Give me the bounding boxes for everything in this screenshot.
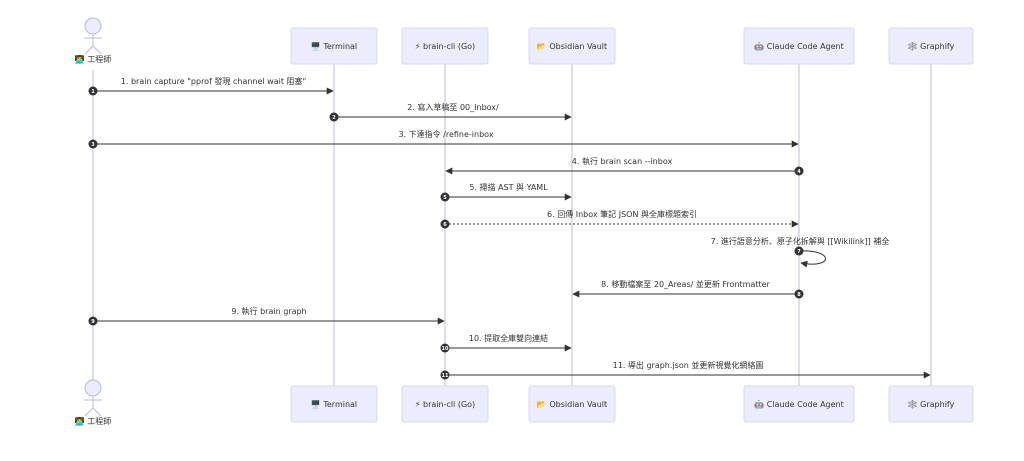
participant-box (401, 27, 489, 65)
step-number-badge (440, 192, 450, 202)
step-number-badge (794, 289, 804, 299)
participant-box-terminal-top: 🖥️ Terminal (290, 27, 378, 65)
participant-label: 🖥️ Terminal (311, 41, 357, 51)
participant-box (888, 385, 974, 423)
actor-label: 👨‍💻 工程師 (75, 54, 112, 64)
step-number-badge (440, 370, 450, 380)
participant-box (888, 27, 974, 65)
participant-box (743, 385, 855, 423)
message-label: 4. 執行 brain scan --inbox (572, 156, 673, 166)
message-8: 8. 移動檔案至 20_Areas/ 並更新 Frontmatter 8 (572, 279, 804, 299)
participant-box (528, 385, 616, 423)
participant-box-cli-bottom: ⚡ brain-cli (Go) (401, 385, 489, 423)
participant-box (290, 385, 378, 423)
message-label: 6. 回傳 Inbox 筆記 JSON 與全庫標題索引 (547, 209, 697, 219)
participant-label: ⚡ brain-cli (Go) (415, 400, 475, 409)
message-label: 9. 執行 brain graph (231, 306, 306, 316)
message-label: 8. 移動檔案至 20_Areas/ 並更新 Frontmatter (601, 279, 770, 289)
message-1: 1. brain capture "pprof 發現 channel wait … (88, 76, 334, 96)
message-3: 3. 下達指令 /refine-inbox 3 (88, 129, 799, 149)
participant-box (290, 27, 378, 65)
participant-box-agent-top: 🤖 Claude Code Agent (743, 27, 855, 65)
step-number-badge (794, 246, 804, 256)
message-arrow (798, 250, 826, 268)
step-number: 8 (797, 292, 801, 298)
message-label: 2. 寫入草稿至 00_Inbox/ (407, 102, 499, 112)
actor-eng-top: 👨‍💻 工程師 (75, 17, 112, 64)
step-number-badge (440, 219, 450, 229)
participant-label: 🤖 Claude Code Agent (754, 399, 844, 409)
step-number: 4 (797, 169, 801, 175)
participant-box-graphify-bottom: 🕸️ Graphify (888, 385, 974, 423)
message-label: 11. 導出 graph.json 並更新視覺化網絡圖 (613, 360, 764, 370)
message-4: 4. 執行 brain scan --inbox 4 (445, 156, 804, 176)
participant-label: 🤖 Claude Code Agent (754, 41, 844, 51)
message-11: 11. 導出 graph.json 並更新視覺化網絡圖 11 (440, 360, 931, 380)
participant-label: 📂 Obsidian Vault (537, 42, 607, 51)
participant-box-agent-bottom: 🤖 Claude Code Agent (743, 385, 855, 423)
participant-label: 🖥️ Terminal (311, 399, 357, 409)
participant-label: 📂 Obsidian Vault (537, 400, 607, 409)
step-number-badge (794, 166, 804, 176)
message-6: 6. 回傳 Inbox 筆記 JSON 與全庫標題索引 6 (440, 209, 799, 229)
step-number-badge (440, 343, 450, 353)
step-number: 10 (442, 346, 449, 352)
message-label: 7. 進行語意分析、原子化拆解與 [[Wikilink]] 補全 (711, 236, 890, 246)
step-number: 2 (332, 115, 336, 121)
step-number: 11 (442, 373, 449, 379)
step-number: 6 (443, 222, 447, 228)
actor-label: 👨‍💻 工程師 (75, 416, 112, 426)
participant-box-terminal-bottom: 🖥️ Terminal (290, 385, 378, 423)
message-label: 1. brain capture "pprof 發現 channel wait … (121, 76, 306, 86)
message-label: 10. 提取全庫雙向連結 (469, 333, 548, 343)
step-number-badge (88, 86, 98, 96)
message-5: 5. 掃描 AST 與 YAML 5 (440, 182, 572, 202)
step-number: 1 (91, 89, 95, 95)
message-10: 10. 提取全庫雙向連結 10 (440, 333, 572, 353)
step-number-badge (329, 112, 339, 122)
actor-head-icon (84, 17, 102, 35)
participant-box-vault-top: 📂 Obsidian Vault (528, 27, 616, 65)
step-number-badge (88, 139, 98, 149)
step-number: 5 (443, 195, 447, 201)
message-9: 9. 執行 brain graph 9 (88, 306, 445, 326)
message-label: 3. 下達指令 /refine-inbox (398, 129, 493, 139)
participant-label: ⚡ brain-cli (Go) (415, 42, 475, 51)
message-7: 7. 進行語意分析、原子化拆解與 [[Wikilink]] 補全 7 (711, 236, 890, 268)
actor-leg-right (92, 45, 102, 55)
step-number: 7 (797, 249, 801, 255)
participant-box-cli-top: ⚡ brain-cli (Go) (401, 27, 489, 65)
actor-leg-right (92, 407, 102, 417)
actor-leg-left (84, 45, 94, 55)
step-number-badge (88, 316, 98, 326)
step-number: 9 (91, 319, 95, 325)
participant-box (743, 27, 855, 65)
message-label: 5. 掃描 AST 與 YAML (469, 182, 548, 192)
message-2: 2. 寫入草稿至 00_Inbox/2 (329, 102, 572, 122)
participant-label: 🕸️ Graphify (908, 399, 955, 409)
actor-leg-left (84, 407, 94, 417)
actor-head-icon (84, 379, 102, 397)
participant-box-graphify-top: 🕸️ Graphify (888, 27, 974, 65)
participant-label: 🕸️ Graphify (908, 41, 955, 51)
participant-box (528, 27, 616, 65)
step-number: 3 (91, 142, 95, 148)
actor-eng-bottom: 👨‍💻 工程師 (75, 379, 112, 426)
participant-box (401, 385, 489, 423)
participant-box-vault-bottom: 📂 Obsidian Vault (528, 385, 616, 423)
